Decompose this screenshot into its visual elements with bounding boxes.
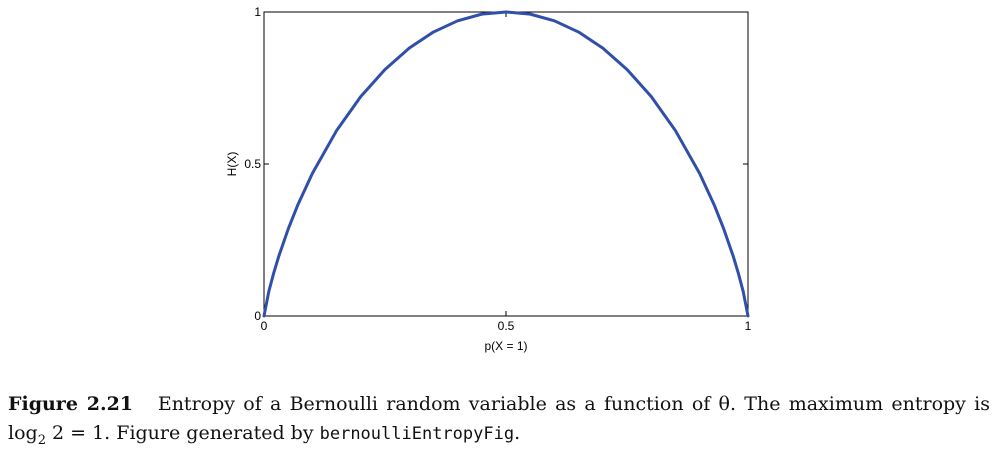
y-tick-label: 0 [254, 309, 261, 323]
code-reference: bernoulliEntropyFig [319, 424, 515, 444]
math-subscript: 2 [37, 432, 46, 448]
chart-area: 0 0.5 1 0 0.5 1 p(X = 1) H(X) [225, 5, 752, 353]
math-equality: 2 = 1. Figure generated by [45, 422, 320, 444]
y-tick-label: 0.5 [244, 157, 261, 171]
caption-tail: . [514, 422, 521, 444]
caption-line1: Entropy of a Bernoulli random variable a… [157, 393, 991, 415]
x-tick-label: 0 [261, 319, 268, 333]
caption-math: log2 2 = 1. Figure generated by [8, 422, 320, 448]
entropy-chart: 0 0.5 1 0 0.5 1 p(X = 1) H(X) [225, 5, 752, 353]
y-axis-label: H(X) [225, 152, 239, 177]
tick-group [263, 11, 749, 317]
math-log: log [8, 422, 38, 444]
tick-label-group: 0 0.5 1 0 0.5 1 [244, 5, 751, 333]
x-tick-label: 1 [745, 319, 752, 333]
plot-frame [263, 11, 749, 317]
x-tick-label: 0.5 [498, 319, 515, 333]
y-tick-label: 1 [254, 5, 261, 19]
figure-caption: Figure 2.21 Entropy of a Bernoulli rando… [8, 390, 990, 455]
x-axis-label: p(X = 1) [484, 339, 527, 353]
figure-label: Figure 2.21 [8, 393, 134, 415]
entropy-series-line [262, 10, 750, 318]
